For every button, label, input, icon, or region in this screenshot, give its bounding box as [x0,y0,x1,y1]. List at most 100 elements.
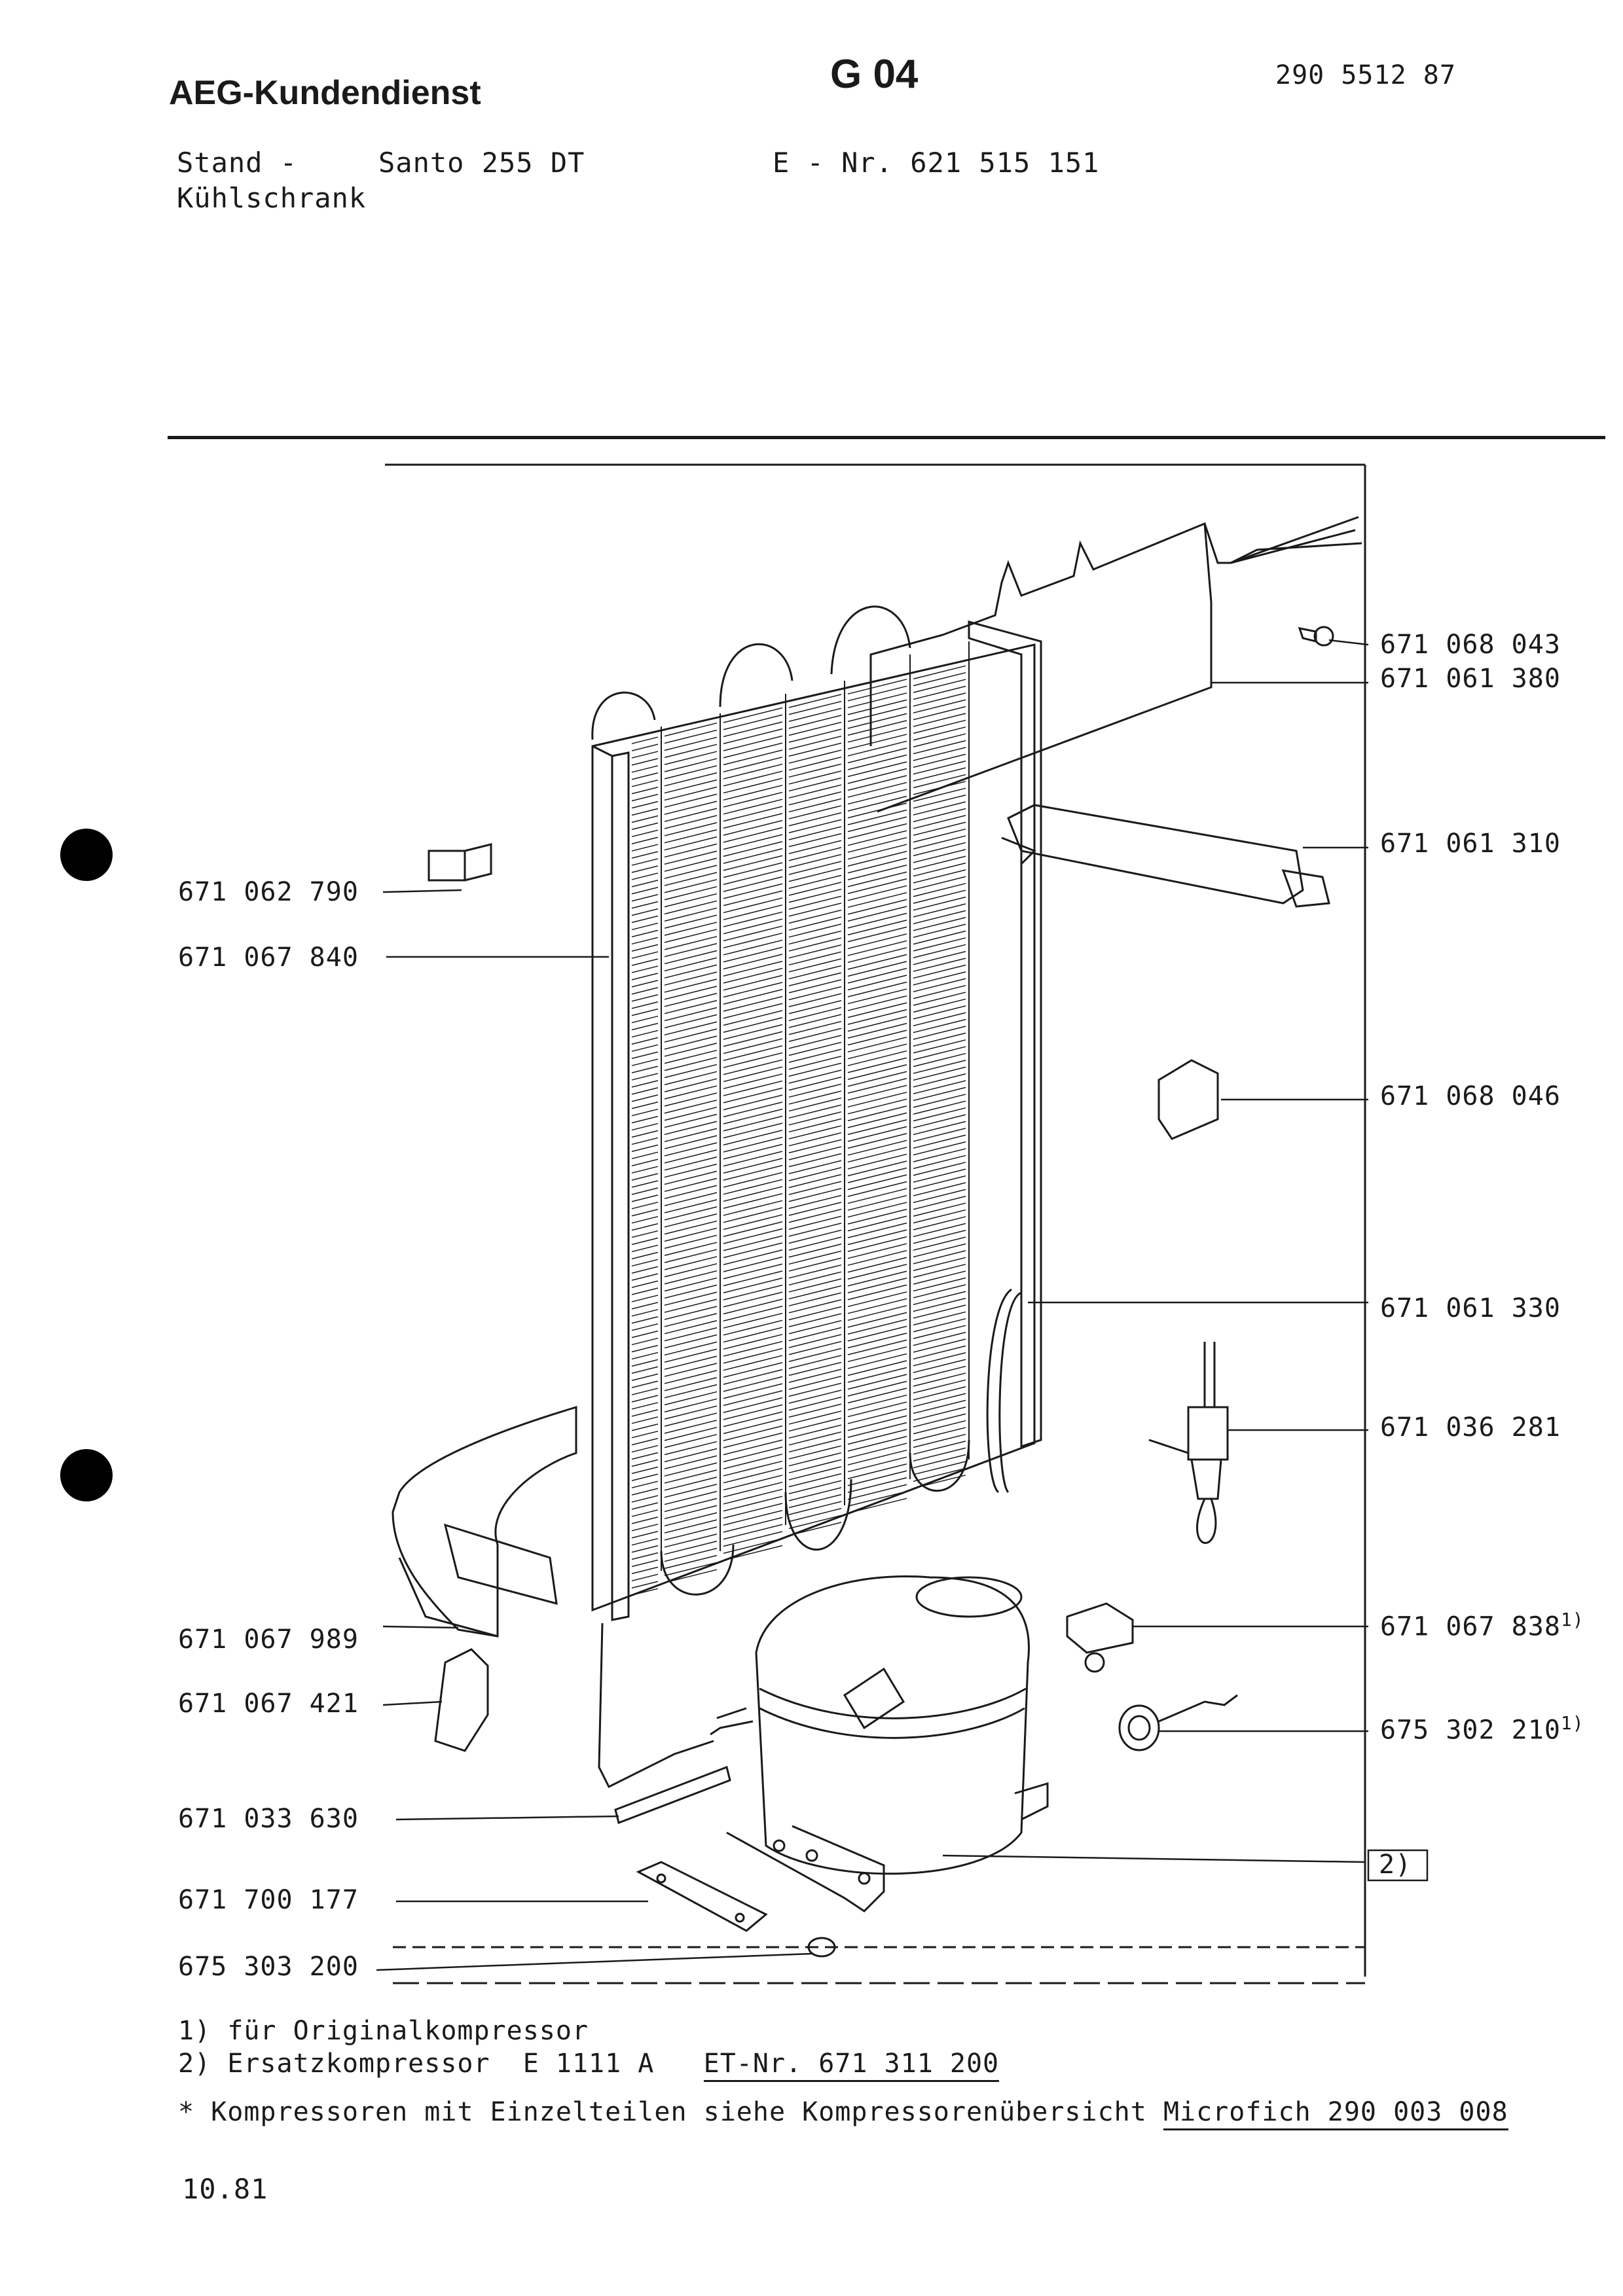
condenser-fin [847,961,907,977]
condenser-fin [664,1192,718,1206]
condenser-fin [723,1172,783,1188]
condenser-fin [631,958,659,966]
condenser-fin [723,1376,783,1392]
condenser-fin [723,1164,783,1181]
condenser-fin [788,1090,842,1105]
condenser-fin [723,1496,783,1512]
condenser-fin [847,1298,907,1314]
condenser-fin [631,1015,659,1024]
condenser-fin [631,1087,659,1095]
condenser-fin [664,1462,718,1477]
condenser-fin [788,805,842,819]
condenser-fin [913,740,966,755]
condenser-fin [913,1046,966,1060]
condenser-fin [788,930,842,945]
condenser-fin [664,1220,718,1235]
condenser-fin [913,1250,966,1265]
condenser-fin [913,1066,966,1081]
condenser-fin [723,1516,783,1533]
condenser-fin [913,869,966,884]
condenser-fin [723,1503,783,1519]
condenser-fin [847,699,907,715]
condenser-fin [913,1433,966,1448]
footnote-marker: 1) [1560,1712,1584,1734]
condenser-fin [631,1402,659,1410]
brand-title: AEG-Kundendienst [169,74,481,112]
condenser-fin [631,1080,659,1088]
condenser-fin [913,835,966,850]
condenser-fin [664,1420,718,1434]
condenser-fin [631,822,659,831]
condenser-fin [788,1459,842,1474]
condenser-fin [788,1194,842,1210]
condenser-fin [631,1187,659,1195]
condenser-fin [631,1001,659,1009]
condenser-fin [631,1545,659,1553]
condenser-fin [847,1374,907,1390]
condenser-fin [913,1413,966,1428]
condenser-fin [913,1073,966,1088]
condenser-fin [788,1041,842,1056]
condenser-fin [847,1380,907,1397]
condenser-fin [788,1361,842,1376]
condenser-fin [788,1076,842,1091]
condenser-fin [631,922,659,931]
condenser-fin [847,912,907,929]
condenser-fin [631,1251,659,1260]
condenser-fin [847,789,907,805]
condenser-fin [664,1014,718,1029]
condenser-fin [913,1461,966,1475]
condenser-fin [664,886,718,901]
condenser-fin [723,876,783,892]
condenser-fin [631,744,659,751]
condenser-fin [788,1494,842,1509]
condenser-fin [847,720,907,736]
condenser-fin [664,1100,718,1114]
condenser-fin [664,1206,718,1221]
condenser-fin [847,1030,907,1046]
condenser-fin [664,1398,718,1413]
condenser-fin [723,819,783,836]
condenser-fin [788,847,842,861]
condenser-fin [913,1202,966,1217]
condenser-fin [723,1256,783,1272]
condenser-fin [723,1284,783,1300]
condenser-fin [664,1469,718,1484]
condenser-fin [913,801,966,816]
condenser-fin [723,918,783,935]
condenser-fin [664,800,718,815]
document-number: 290 5512 87 [1275,60,1456,90]
condenser-fin [913,706,966,721]
condenser-fin [664,1534,718,1548]
condenser-fin [723,967,783,984]
condenser-fin [723,1122,783,1139]
condenser-fin [913,1026,966,1040]
condenser-fin [788,1417,842,1432]
condenser-fin [664,950,718,965]
condenser-fin [664,1391,718,1406]
condenser-fin [631,1444,659,1453]
condenser-fin [847,1388,907,1404]
condenser-fin [847,1257,907,1273]
part-number-label: 671 067 989 [178,1624,359,1655]
condenser-fin [664,922,718,936]
condenser-fin [664,822,718,836]
condenser-fin [631,1030,659,1038]
condenser-fin [631,1395,659,1403]
model-name: Santo 255 DT [378,147,585,179]
condenser-fin [788,1382,842,1397]
condenser-fin [723,1418,783,1435]
condenser-fin [847,1456,907,1473]
condenser-fin [631,1173,659,1181]
condenser-fin [788,1292,842,1306]
condenser-fin [847,947,907,963]
condenser-fin [913,958,966,972]
condenser-fin [664,1341,718,1356]
condenser-fin [664,1519,718,1534]
condenser-fin [664,1121,718,1136]
condenser-fin [664,907,718,922]
condenser-fin [847,740,907,757]
condenser-fin [631,758,659,766]
footnote-compressor-overview: * Kompressoren mit Einzelteilen siehe Ko… [178,2097,1508,2130]
condenser-fin [631,1509,659,1517]
